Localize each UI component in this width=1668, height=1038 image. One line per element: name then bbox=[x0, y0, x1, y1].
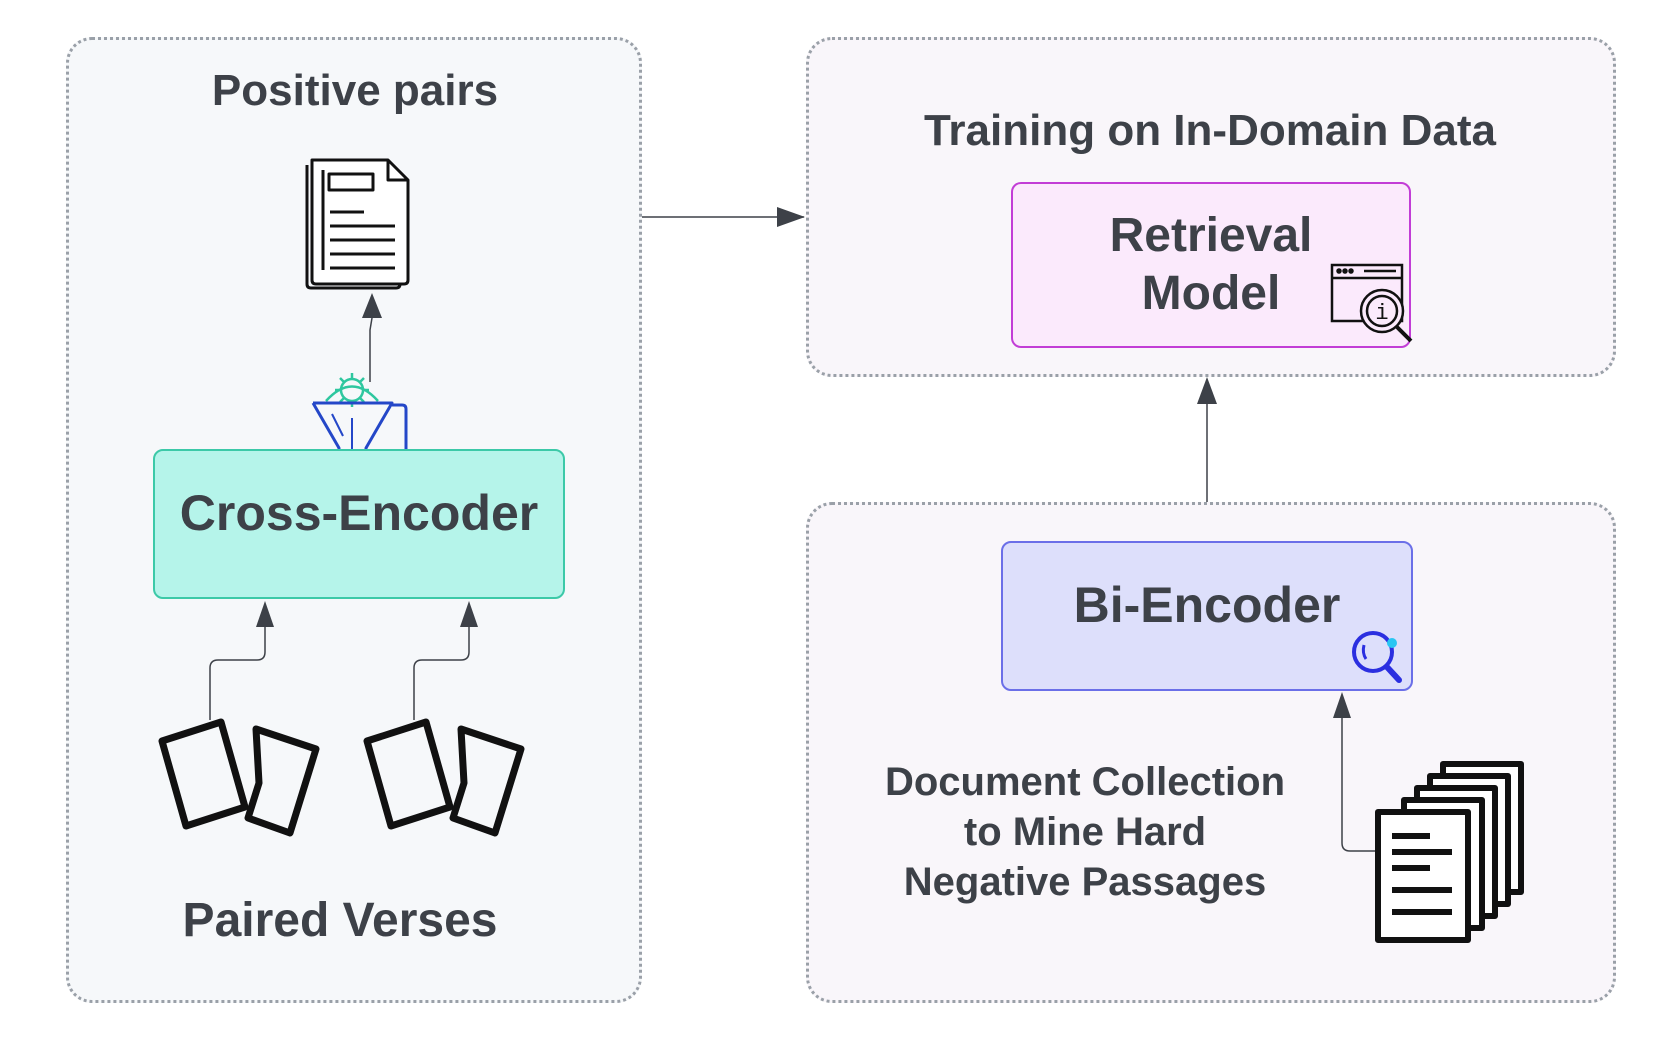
bi-encoder-box[interactable] bbox=[1001, 541, 1413, 691]
arrow-pair2-to-cross-encoder bbox=[413, 601, 478, 720]
filter-gear-icon bbox=[311, 373, 408, 450]
paired-verses-label: Paired Verses bbox=[182, 894, 498, 947]
collection-line1: Document Collection bbox=[884, 760, 1286, 804]
document-stack-icon bbox=[1375, 761, 1524, 943]
retrieval-label-line2: Model bbox=[1141, 267, 1281, 320]
training-title: Training on In-Domain Data bbox=[923, 106, 1497, 155]
cross-encoder-label: Cross-Encoder bbox=[179, 485, 539, 541]
arrow-bi-encoder-to-training bbox=[1197, 377, 1217, 502]
collection-line2: to Mine Hard bbox=[963, 810, 1207, 854]
magnifier-icon bbox=[1352, 631, 1402, 683]
search-window-icon: i bbox=[1330, 263, 1413, 343]
collection-line3: Negative Passages bbox=[903, 860, 1267, 904]
verse-pair-icon-2 bbox=[363, 718, 525, 837]
retrieval-label-line1: Retrieval bbox=[1109, 209, 1313, 262]
cross-encoder-box[interactable] bbox=[153, 449, 565, 599]
verse-pair-icon-1 bbox=[158, 718, 320, 837]
document-icon bbox=[305, 158, 410, 290]
positive-pairs-title: Positive pairs bbox=[211, 66, 499, 115]
bi-encoder-label: Bi-Encoder bbox=[1073, 577, 1341, 633]
arrow-pair1-to-cross-encoder bbox=[209, 601, 274, 720]
svg-text:i: i bbox=[1375, 301, 1388, 326]
arrow-filter-to-document bbox=[362, 293, 382, 382]
arrow-collection-to-bi-encoder bbox=[1333, 692, 1378, 852]
